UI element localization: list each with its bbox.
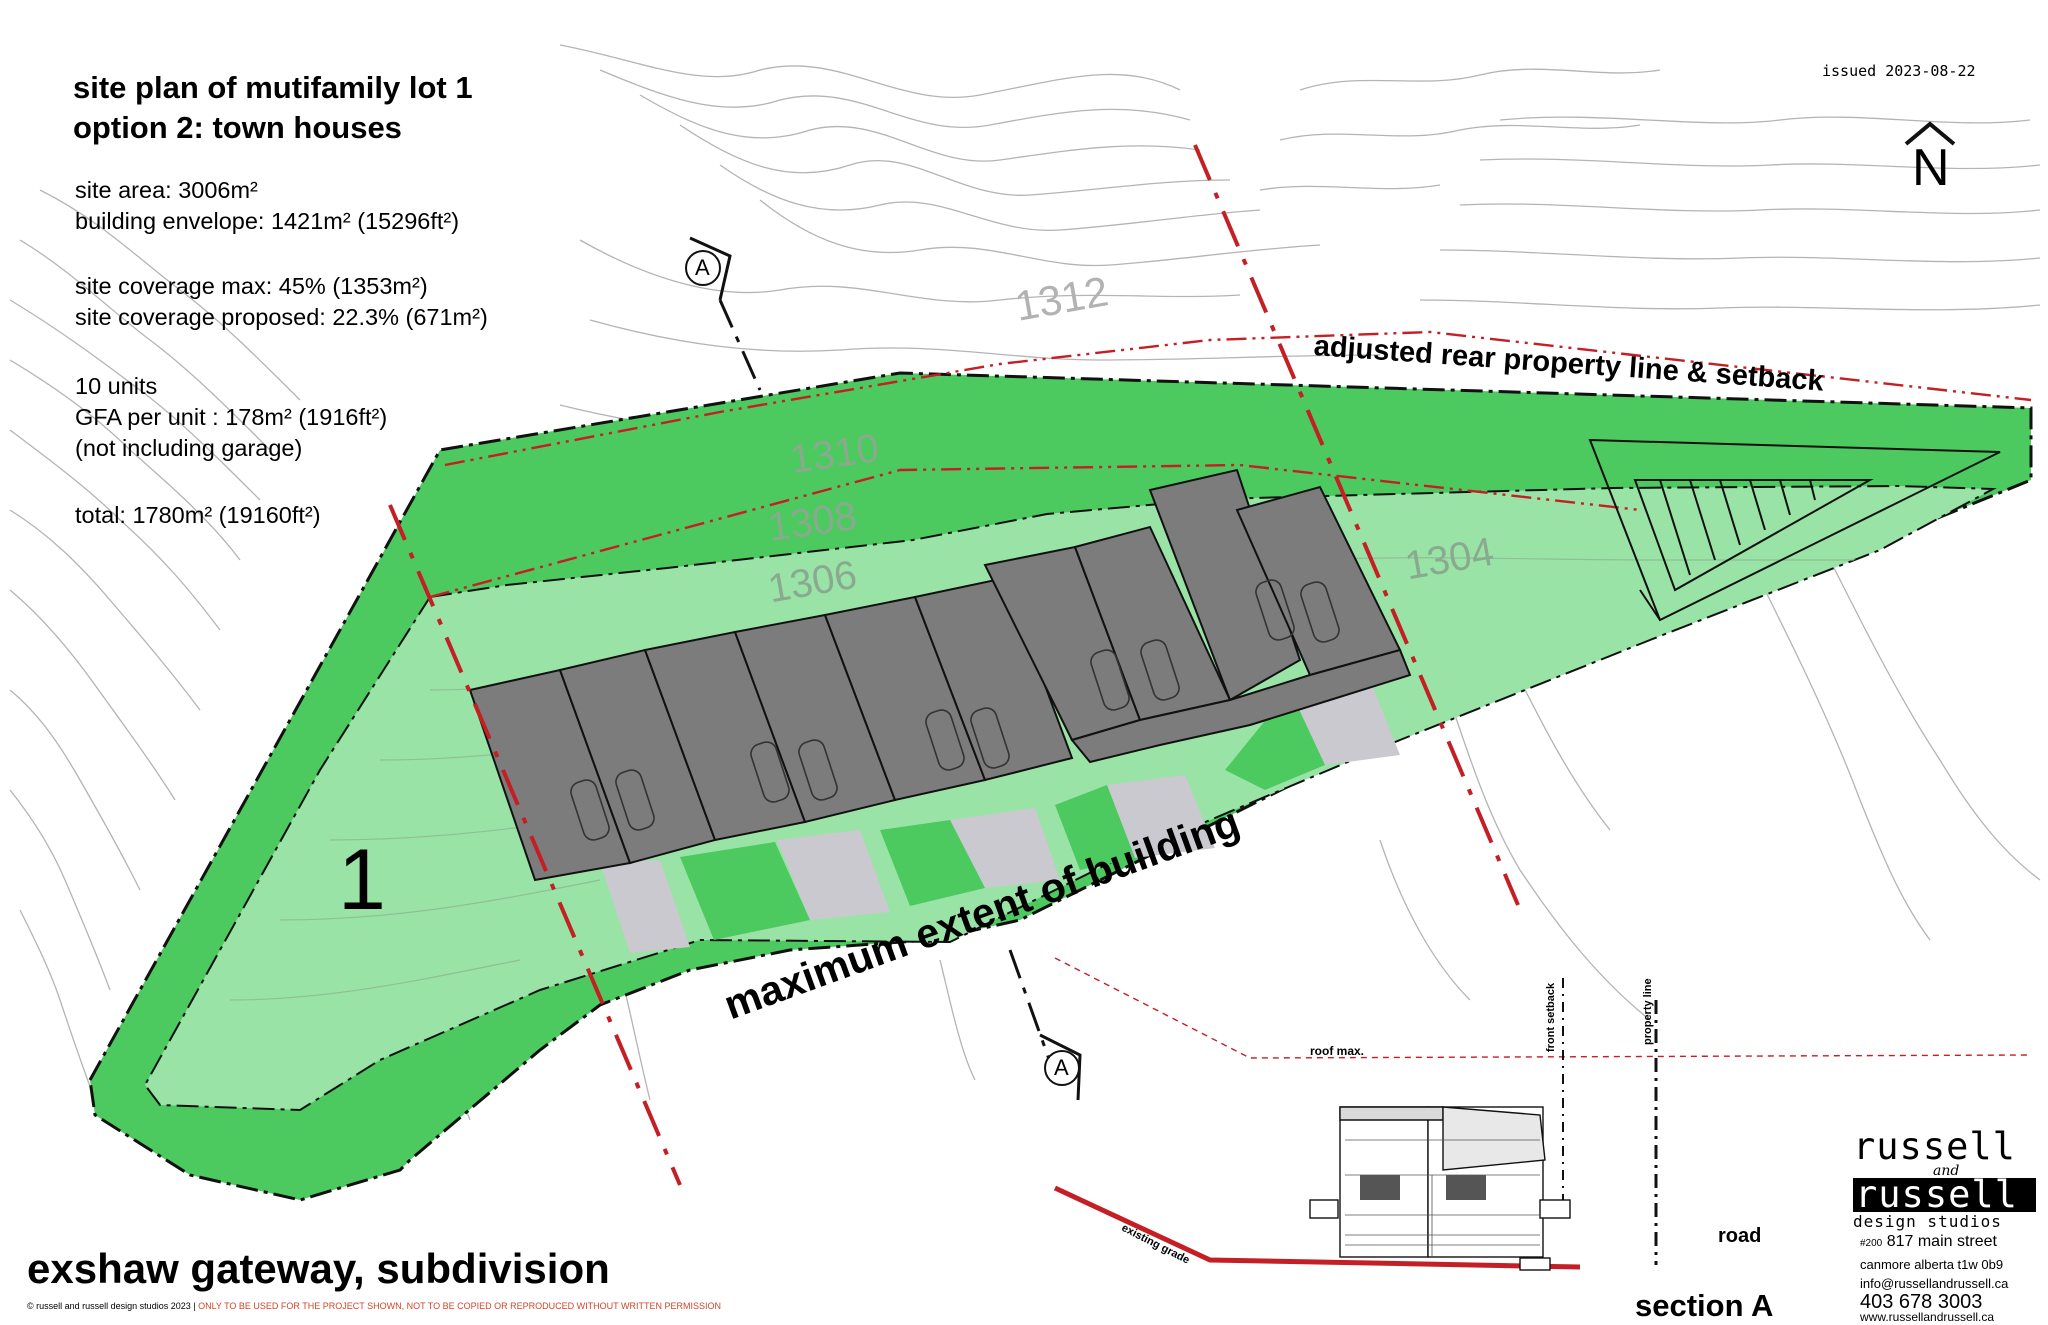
copyright-warning: ONLY TO BE USED FOR THE PROJECT SHOWN, N… — [198, 1301, 721, 1311]
parked-cars — [570, 579, 1340, 841]
north-arrow: N — [1900, 120, 1960, 200]
north-letter: N — [1912, 139, 1950, 197]
garage-row — [1070, 648, 1412, 764]
road-label: road — [1718, 1225, 1762, 1247]
section-marker-bottom-letter: A — [1054, 1055, 1069, 1080]
front-setback-label: front setback — [1545, 982, 1557, 1052]
section-marker-top-letter: A — [695, 255, 710, 280]
copyright-text: © russell and russell design studios 202… — [27, 1301, 199, 1311]
firm-studios: design studios — [1853, 1212, 2002, 1231]
firm-logo: russell and russell design studios — [1853, 1125, 2036, 1232]
firm-email: info@russellandrussell.ca — [1860, 1276, 2009, 1291]
firm-city: canmore alberta t1w 0b9 — [1860, 1257, 2004, 1272]
site-area: site area: 3006m² — [75, 177, 258, 203]
firm-and: and — [1933, 1163, 1960, 1179]
north-arrow-icon — [1904, 121, 1956, 146]
landscape-strips — [680, 690, 1325, 940]
building-envelope — [143, 484, 1997, 1112]
project-name: exshaw gateway, subdivision — [27, 1245, 610, 1292]
hatched-triangle — [1588, 438, 2001, 622]
existing-grade-line — [1053, 1185, 1581, 1270]
site-coverage-proposed: site coverage proposed: 22.3% (671m²) — [75, 304, 488, 330]
gfa-note: (not including garage) — [75, 435, 303, 461]
total-area: total: 1780m² (19160ft²) — [75, 502, 321, 528]
issued-date: issued 2023-08-22 — [1822, 62, 1976, 80]
unit-count: 10 units — [75, 373, 158, 399]
firm-phone: 403 678 3003 — [1860, 1291, 1983, 1313]
site-coverage-max: site coverage max: 45% (1353m²) — [75, 273, 428, 299]
section-marker-bottom — [1044, 1050, 1080, 1086]
section-marker-top — [685, 250, 721, 286]
section-lines — [388, 144, 1520, 1186]
firm-street-text: 817 main street — [1886, 1233, 1997, 1250]
roof-max-label: roof max. — [1310, 1044, 1365, 1058]
roof-max-line — [1054, 957, 2031, 1059]
lot-number: 1 — [338, 832, 386, 928]
firm-name-1: russell — [1853, 1125, 2016, 1168]
firm-suite: #200 — [1860, 1238, 1883, 1249]
firm-name-2: russell — [1853, 1176, 2036, 1213]
firm-web: www.russellandrussell.ca — [1860, 1310, 1995, 1324]
section-a-title: section A — [1635, 1288, 1774, 1323]
rear-property-line — [429, 330, 2032, 599]
page-title-line2: option 2: town houses — [73, 110, 402, 145]
gfa-per-unit: GFA per unit : 178m² (1916ft²) — [75, 404, 388, 430]
copyright-notice: © russell and russell design studios 202… — [27, 1301, 721, 1311]
section-a-drawing — [1053, 957, 2031, 1271]
page-title-line1: site plan of mutifamily lot 1 — [73, 70, 473, 105]
building-envelope-area: building envelope: 1421m² (15296ft²) — [75, 208, 460, 234]
property-line-label: property line — [1642, 978, 1654, 1045]
firm-street: #200 817 main street — [1860, 1233, 1997, 1251]
townhouse-footprints — [468, 468, 1402, 882]
